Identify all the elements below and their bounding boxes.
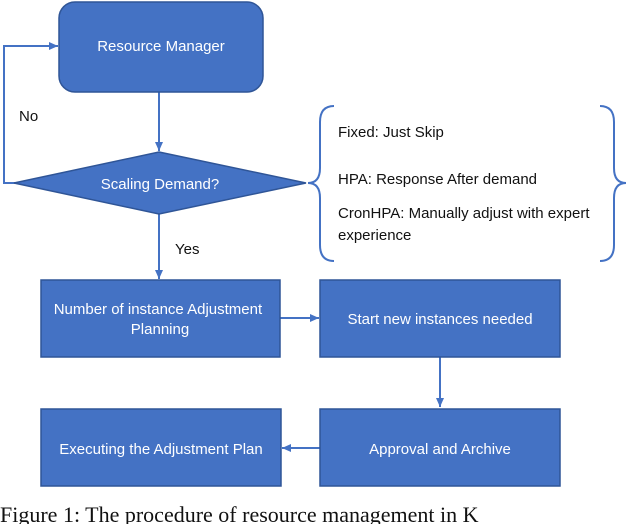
- note-cronhpa: CronHPA: Manually adjust with expert exp…: [338, 205, 594, 244]
- edge-no-loop: [3, 42, 58, 184]
- start-instances-label: Start new instances needed: [347, 311, 532, 328]
- figure-caption: Figure 1: The procedure of resource mana…: [0, 502, 479, 524]
- executing-plan-node: [40, 408, 282, 487]
- scaling-demand-diamond: [13, 151, 307, 215]
- adjustment-planning-node: [40, 279, 281, 358]
- yes-edge-label: Yes: [175, 241, 199, 258]
- adjustment-planning-label: Number of instance Adjustment Planning: [54, 301, 267, 338]
- approval-archive-label: Approval and Archive: [369, 441, 511, 458]
- note-cronhpa-line-2: experience: [338, 227, 411, 244]
- adjustment-planning-line-2: Planning: [131, 321, 189, 338]
- right-brace: [599, 105, 627, 262]
- note-fixed: Fixed: Just Skip: [338, 124, 444, 141]
- note-cronhpa-line-1: CronHPA: Manually adjust with expert: [338, 205, 590, 222]
- left-brace: [307, 105, 335, 262]
- resource-manager-label: Resource Manager: [97, 38, 225, 55]
- resource-manager-node: [58, 1, 264, 93]
- adjustment-planning-line-1: Number of instance Adjustment: [54, 301, 263, 318]
- approval-archive-node: [319, 408, 561, 487]
- no-edge-label: No: [19, 108, 38, 125]
- note-hpa: HPA: Response After demand: [338, 171, 537, 188]
- scaling-demand-label: Scaling Demand?: [101, 176, 219, 193]
- executing-plan-label: Executing the Adjustment Plan: [59, 441, 262, 458]
- start-instances-node: [319, 279, 561, 358]
